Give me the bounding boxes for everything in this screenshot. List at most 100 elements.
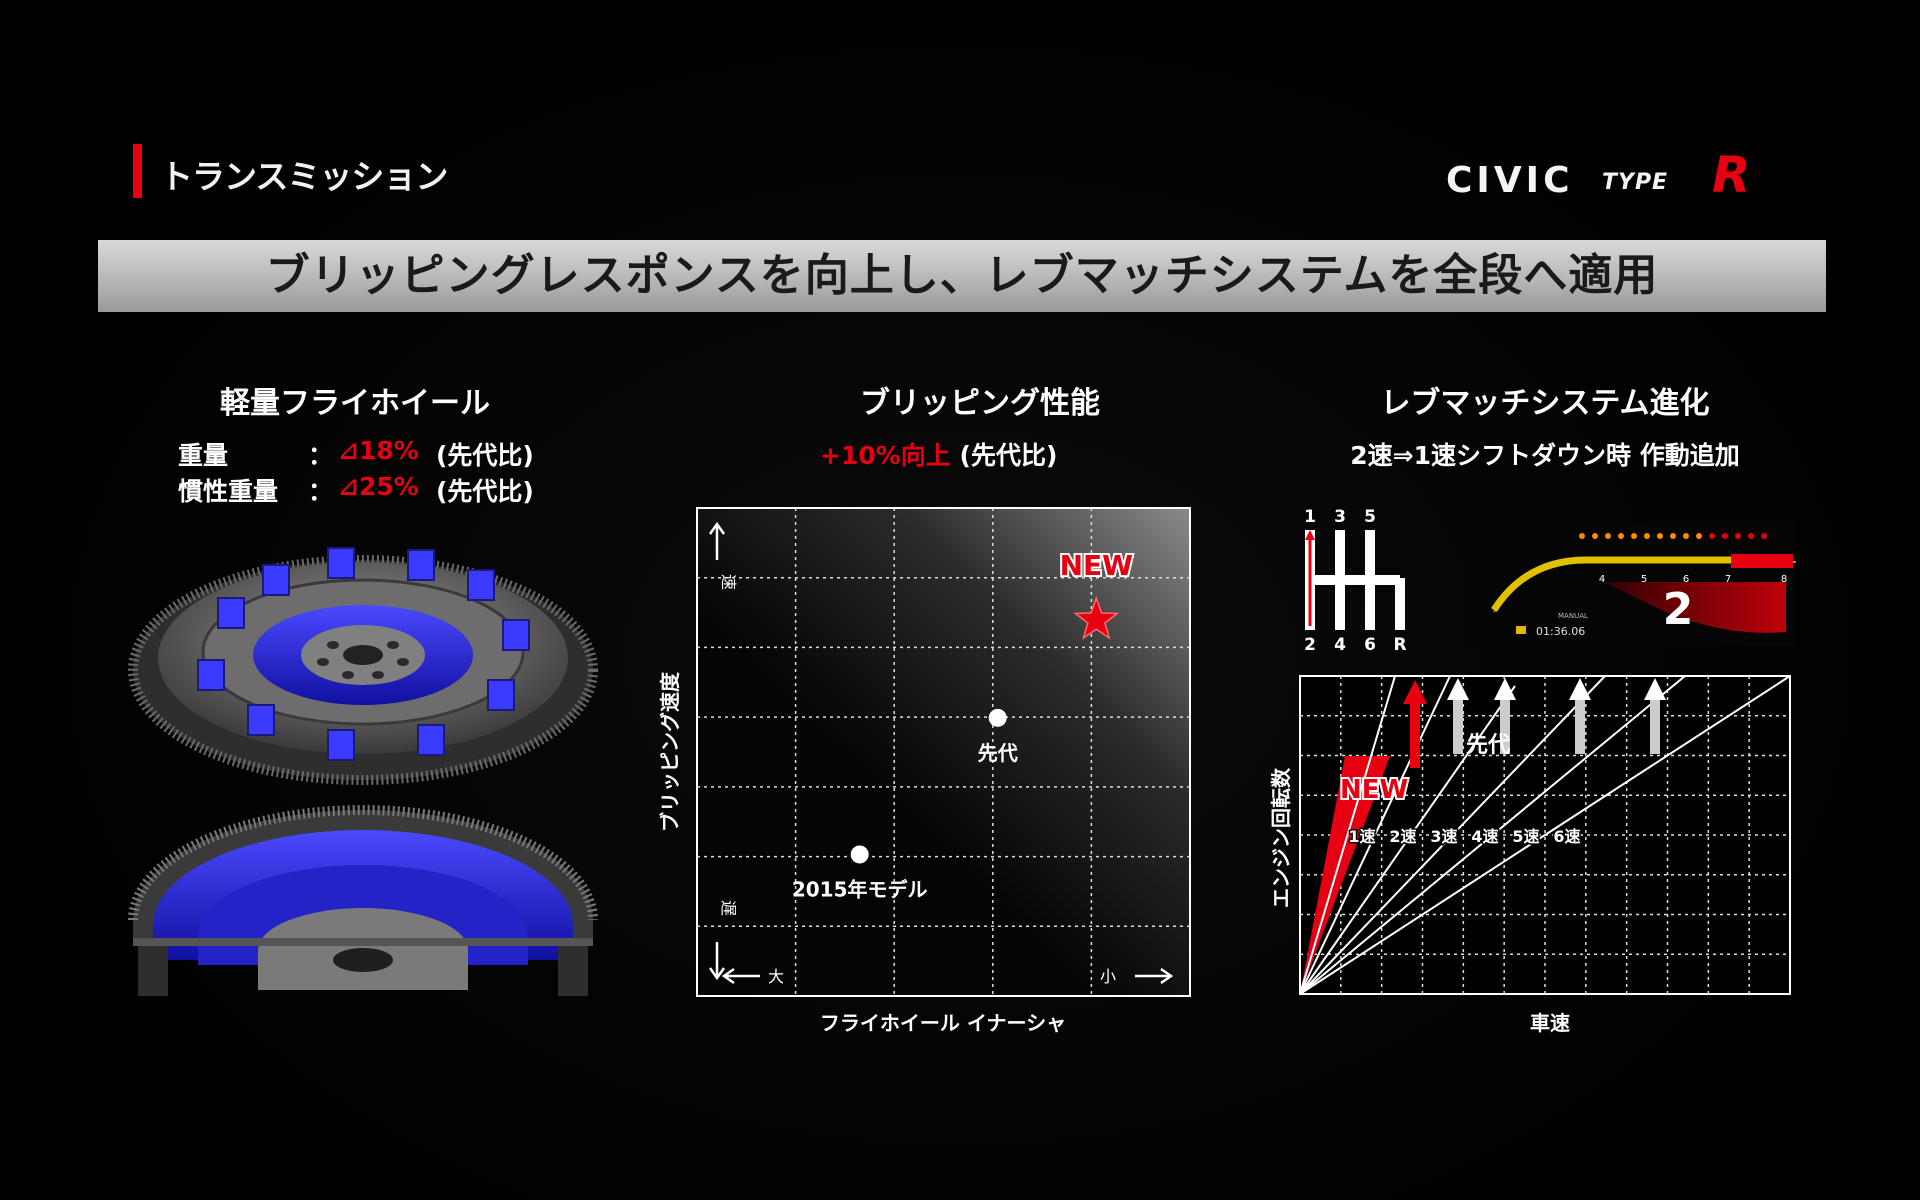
flywheel-specs: 重量 ： ⊿18% (先代比) 慣性重量 ： ⊿25% (先代比) xyxy=(178,436,578,516)
gate-label-bottom: 2 xyxy=(1304,635,1316,655)
gear-line xyxy=(1299,675,1686,995)
section-title: トランスミッション xyxy=(160,157,448,196)
spec-weight-value: ⊿18% xyxy=(338,436,419,465)
headline-text: ブリッピングレスポンスを向上し、レブマッチシステムを全段へ適用 xyxy=(265,250,1659,301)
new-blip-arrow xyxy=(1403,680,1427,768)
point-label: NEW xyxy=(1060,549,1134,582)
blipping-improvement: +10%向上 xyxy=(820,441,951,470)
gear-speed-label: 5速 xyxy=(1512,827,1539,846)
new-star-marker xyxy=(1073,595,1120,640)
gear-speed-label: 3速 xyxy=(1430,827,1457,846)
chart-point: NEW xyxy=(1058,547,1135,640)
gear-speed-label: 1速 xyxy=(1348,827,1375,846)
revmatch-title: レブマッチシステム進化 xyxy=(1380,386,1710,421)
flywheel-cutaway-view xyxy=(128,805,598,996)
y-slow-label: 遅 xyxy=(719,900,738,916)
tach-tick-label: 8 xyxy=(1781,574,1787,585)
spec-weight-label: 重量 xyxy=(178,441,229,470)
svg-text:NEW: NEW xyxy=(1340,775,1408,805)
gate-label-bottom: 4 xyxy=(1334,635,1346,655)
shift-led xyxy=(1592,533,1598,539)
point-marker xyxy=(988,708,1007,727)
y-slow-hint: 遅 xyxy=(708,900,738,981)
spec-weight-note: (先代比) xyxy=(436,441,534,470)
gear-line xyxy=(1299,675,1451,995)
shift-led xyxy=(1696,533,1702,539)
spec-inertia-label: 慣性重量 xyxy=(178,477,279,506)
rev-grid xyxy=(1300,676,1790,994)
chart-point: 先代 xyxy=(978,708,1018,765)
shift-led xyxy=(1644,533,1650,539)
tach-tick-label: 5 xyxy=(1641,574,1647,585)
gear-line xyxy=(1299,675,1396,995)
gate-label-top: 3 xyxy=(1334,507,1346,527)
gate-label-bottom: R xyxy=(1393,635,1406,655)
spec-inertia-value: ⊿25% xyxy=(338,472,419,501)
blipping-note: (先代比) xyxy=(959,441,1058,470)
spec-inertia-note: (先代比) xyxy=(436,477,534,506)
rev-bar xyxy=(1491,556,1731,612)
x-axis-label: フライホイール イナーシャ xyxy=(820,1011,1066,1035)
shift-led xyxy=(1735,533,1741,539)
gear-speed-label: 6速 xyxy=(1553,827,1580,846)
gear-line xyxy=(1299,675,1606,995)
flywheel-illustration xyxy=(128,547,598,996)
gear-speed-label: 4速 xyxy=(1471,827,1498,846)
gate-label-top: 1 xyxy=(1304,507,1316,527)
shift-led xyxy=(1605,533,1611,539)
gate-shift-arrow xyxy=(1305,530,1315,540)
blip-arrow xyxy=(1569,678,1591,754)
shift-led xyxy=(1579,533,1585,539)
flywheel-top-view xyxy=(128,547,598,785)
y-axis-label: ブリッピング速度 xyxy=(658,671,682,832)
blipping-title: ブリッピング性能 xyxy=(860,386,1100,421)
new-gear1-wedge xyxy=(1300,756,1390,994)
blipping-chart: ブリッピング速度 フライホイール イナーシャ 速 遅 大 小 2015年モデル先… xyxy=(658,507,1191,1035)
civic-type-r-logo: CIVIC TYPE R xyxy=(1446,146,1796,204)
instrument-cluster: 4 5 6 7 8 2 01:36.06 MANUAL xyxy=(1466,522,1796,647)
shift-indicator-leds xyxy=(1579,533,1767,539)
logo-civic: CIVIC xyxy=(1446,160,1574,201)
revmatch-sub: 2速⇒1速シフトダウン時 作動追加 xyxy=(1350,441,1740,470)
shift-led xyxy=(1618,533,1624,539)
shift-led xyxy=(1683,533,1689,539)
headline-banner: ブリッピングレスポンスを向上し、レブマッチシステムを全段へ適用 xyxy=(98,240,1826,312)
prev-gen-label: 先代 xyxy=(1466,733,1510,758)
rev-x-axis-label: 車速 xyxy=(1530,1011,1570,1035)
new-badge: NEW xyxy=(1338,773,1410,807)
gear-ratio-lines xyxy=(1299,675,1791,995)
shift-led xyxy=(1761,533,1767,539)
gate-label-bottom: 6 xyxy=(1364,635,1376,655)
chart-point: 2015年モデル xyxy=(792,845,928,901)
shift-led xyxy=(1670,533,1676,539)
shift-led xyxy=(1748,533,1754,539)
section-accent-bar xyxy=(133,144,142,198)
tach-tick-label: 6 xyxy=(1683,574,1689,585)
tach-tick-label: 7 xyxy=(1725,574,1731,585)
blip-arrows xyxy=(1403,678,1666,768)
x-large-hint: 大 xyxy=(721,967,784,986)
plot-area xyxy=(696,507,1191,997)
gear-line xyxy=(1299,675,1791,995)
shift-led xyxy=(1657,533,1663,539)
chart-grid xyxy=(697,508,1190,996)
blip-arrow xyxy=(1644,678,1666,754)
blipping-sub: +10%向上 (先代比) xyxy=(820,436,1057,472)
tach-tick-label: 4 xyxy=(1599,574,1605,585)
point-label: 2015年モデル xyxy=(792,877,928,901)
shift-led xyxy=(1631,533,1637,539)
gear-line xyxy=(1299,685,1516,995)
lap-time: 01:36.06 xyxy=(1536,625,1585,638)
rev-y-axis-label: エンジン回転数 xyxy=(1270,767,1293,908)
current-gear: 2 xyxy=(1663,584,1694,635)
shift-led xyxy=(1722,533,1728,539)
point-marker xyxy=(850,845,869,864)
x-small-hint: 小 xyxy=(1100,967,1174,986)
logo-type: TYPE xyxy=(1602,170,1669,195)
drive-mode: MANUAL xyxy=(1558,612,1588,620)
point-label: 先代 xyxy=(978,741,1018,765)
flywheel-title: 軽量フライホイール xyxy=(220,386,490,421)
